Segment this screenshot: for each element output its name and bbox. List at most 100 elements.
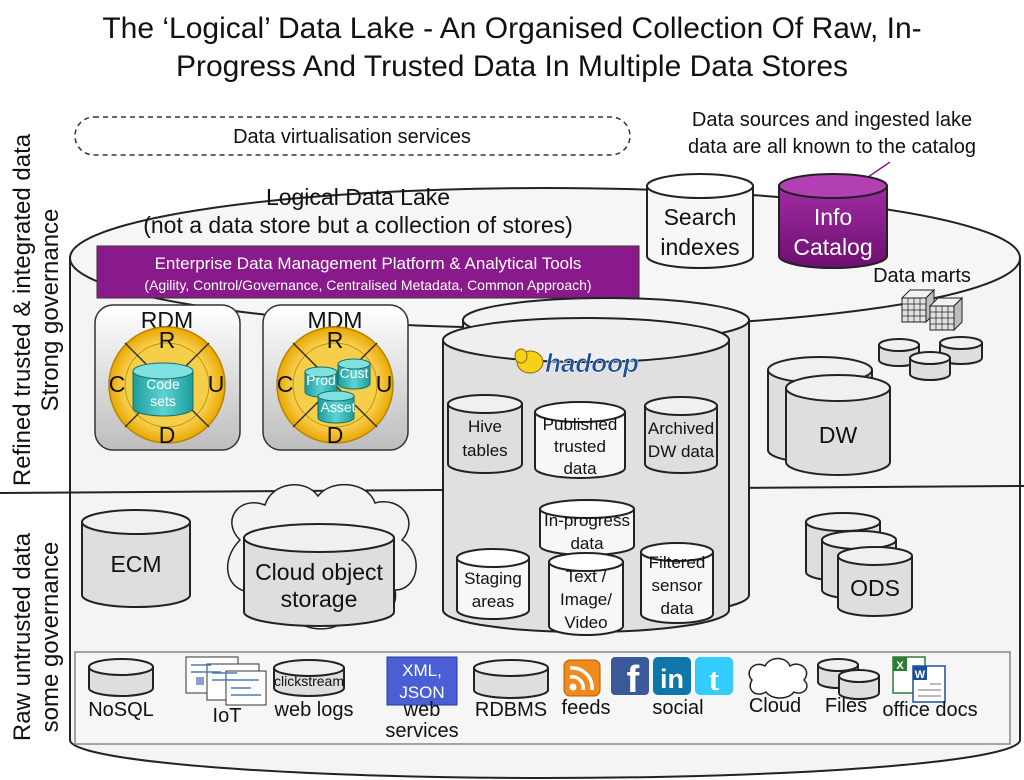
inprogress-label-line-1: In-progress [544,511,630,530]
web-services-label-line-2: services [385,720,458,742]
svg-text:X: X [896,660,904,672]
mdm-prod-label: Prod [306,372,336,388]
svg-text:W: W [915,669,926,681]
rdm-code-sets-line-1: Code [146,376,180,392]
ods-cylinders: ODS [805,512,913,617]
side-label-bottom-line-2: some governance [37,542,64,733]
text-label-line-2: Image/ [560,590,612,609]
search-label-line-1: Search [664,204,737,230]
svg-text:f: f [627,659,640,701]
iot-source-icon [185,656,267,706]
side-label-top-line-2: Strong governance [37,209,64,412]
cloud-source-label: Cloud [749,695,801,717]
data-marts-cylinders-icon [878,336,983,381]
facebook-icon: f [611,657,649,701]
search-indexes-cylinder: Search indexes [646,173,754,269]
enterprise-data-management-bar: Enterprise Data Management Platform & An… [96,245,640,299]
rdm-r: R [159,327,176,353]
filtered-label-line-2: sensor [651,576,702,595]
text-image-video-cylinder: Text / Image/ Video [548,552,624,636]
rdm-d: D [159,422,176,448]
mdm-u: U [376,371,393,397]
twitter-icon: t [695,657,733,697]
in-progress-data-cylinder: In-progress data [539,499,635,556]
mdm-asset-label: Asset [320,399,355,415]
staging-areas-cylinder: Staging areas [456,548,530,620]
published-trusted-data-cylinder: Published trusted data [534,401,626,479]
title-line-2: Progress And Trusted Data In Multiple Da… [176,50,848,83]
feeds-label: feeds [562,697,611,719]
data-marts-label: Data marts [873,265,971,287]
linkedin-icon: in [653,657,691,695]
ecm-label: ECM [110,551,161,577]
cloud-label-line-2: storage [281,586,358,612]
mdm-c: C [277,371,294,397]
hive-tables-cylinder: Hive tables [447,394,523,474]
ods-label: ODS [850,575,900,601]
mdm-block: MDM R C U D Prod Cust Asset [262,304,409,451]
office-docs-label: office docs [882,699,977,721]
mdm-cust-label: Cust [340,365,369,381]
title-line-1: The ‘Logical’ Data Lake - An Organised C… [102,12,921,45]
cloud-object-storage: Cloud object storage [226,483,417,630]
catalog-note-line-2: data are all known to the catalog [688,136,976,158]
filtered-label-line-3: data [660,599,694,618]
lake-title-line-1: Logical Data Lake [266,184,450,210]
social-label: social [652,697,703,719]
files-label: Files [825,695,867,717]
side-label-bottom-line-1: Raw untrusted data [9,532,36,741]
mdm-r: R [327,327,344,353]
mdm-d: D [327,422,344,448]
side-label-top-line-1: Refined trusted & integrated data [9,133,36,486]
staging-label-line-1: Staging [464,569,522,588]
data-virtualisation-services: Data virtualisation services [74,116,631,156]
edm-line-2: (Agility, Control/Governance, Centralise… [144,277,591,293]
data-marts-cubes-icon [900,288,964,332]
published-label-line-2: trusted [554,437,606,456]
rdm-c: C [109,371,126,397]
ecm-cylinder: ECM [81,509,191,608]
catalog-label-line-2: Catalog [793,234,872,260]
lake-title-line-2: (not a data store but a collection of st… [143,212,573,238]
xml-json-source-icon: XML, JSON [386,656,458,706]
dw-cylinders: DW [767,356,891,476]
xml-label-line-1: XML, [402,661,442,680]
iot-label: IoT [213,705,242,727]
hadoop-logo: hadoop [514,348,639,378]
rss-feed-icon [563,659,601,697]
virtualisation-label: Data virtualisation services [233,126,471,148]
filtered-label-line-1: Filtered [649,553,706,572]
rdbms-source-icon [473,659,549,699]
archived-label-line-2: DW data [648,442,715,461]
svg-text:in: in [660,664,684,694]
office-docs-icon: X W [892,656,946,703]
clickstream-source-icon: clickstream [273,659,345,697]
catalog-label-line-1: Info [814,204,852,230]
cloud-label-line-1: Cloud object [255,559,383,585]
files-icon [817,658,880,700]
search-label-line-2: indexes [660,234,739,260]
rdm-block: RDM R C U D Code sets [94,304,241,451]
dw-label: DW [819,422,858,448]
text-label-line-1: Text / [566,567,607,586]
cloud-icon [748,657,808,699]
edm-line-1: Enterprise Data Management Platform & An… [155,254,582,273]
filtered-sensor-data-cylinder: Filtered sensor data [640,542,714,624]
catalog-note-line-1: Data sources and ingested lake [692,109,972,131]
hive-label-line-2: tables [462,441,507,460]
svg-text:t: t [709,661,720,697]
web-logs-label: web logs [274,699,354,721]
archived-dw-data-cylinder: Archived DW data [644,396,718,474]
rdm-code-sets-line-2: sets [150,393,176,409]
rdm-u: U [208,371,225,397]
xml-label-line-2: JSON [399,683,444,702]
published-label-line-1: Published [543,415,618,434]
published-label-line-3: data [563,459,597,478]
web-services-label-line-1: web [403,699,441,721]
nosql-source-icon [88,658,154,697]
staging-label-line-2: areas [472,592,515,611]
inprogress-label-line-2: data [570,534,604,553]
hive-label-line-1: Hive [468,417,502,436]
clickstream-label: clickstream [274,673,344,689]
